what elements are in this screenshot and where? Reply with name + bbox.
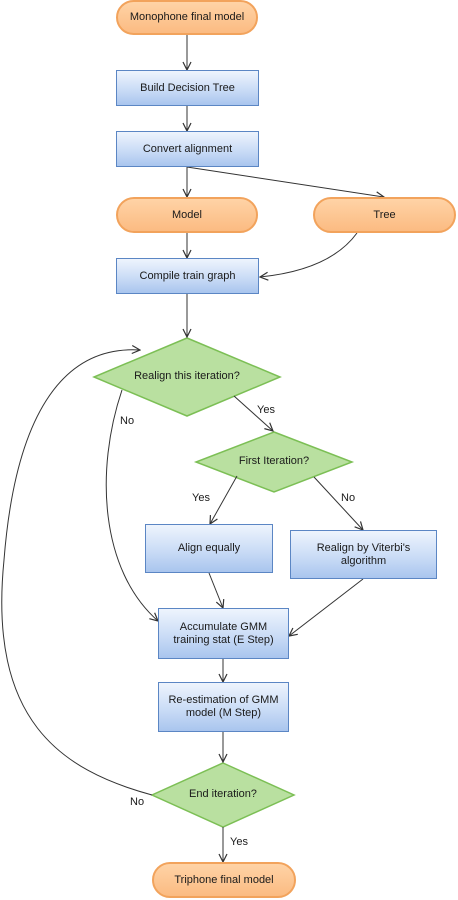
edge-label-end-yes: Yes [230,836,248,848]
terminal-triphone-final-model-label: Triphone final model [174,873,274,886]
edge-label-realign-yes: Yes [257,404,275,416]
edge-label-realign-no: No [120,415,135,427]
process-convert-alignment-label: Convert alignment [142,142,233,155]
arrow-realign-no [105,389,158,621]
arrow-first-no [313,476,363,530]
edge-label-first-no: No [341,492,356,504]
process-convert-alignment: Convert alignment [116,131,259,167]
process-compile-train-graph-label: Compile train graph [139,269,236,282]
arrow-realign-yes [233,395,273,431]
decision-first-iteration-label: First Iteration? [238,455,310,467]
arrow-first-yes [210,475,238,524]
arrow-tree-to-compile [260,232,358,277]
decision-first-iteration-shape [193,431,355,493]
process-align-equally-label: Align equally [177,542,241,554]
process-align-equally: Align equally [145,524,273,573]
process-realign-viterbi-label: Realign by Viterbi's algorithm [316,541,411,567]
process-build-decision-tree: Build Decision Tree [116,70,259,106]
process-compile-train-graph: Compile train graph [116,258,259,294]
terminal-tree-label: Tree [373,208,396,221]
process-build-decision-tree-label: Build Decision Tree [140,81,235,94]
edge-label-end-no: No [130,796,145,808]
arrow-viterbi-to-accumulate [289,578,364,636]
terminal-monophone-final-model-label: Monophone final model [129,11,245,23]
process-accumulate-gmm-stat-label: Accumulate GMM training stat (E Step) [173,620,274,646]
arrow-align-to-accumulate [208,572,223,608]
arrow-end-no-loop [1,350,153,796]
decision-realign-label: Realign this iteration? [134,370,240,382]
arrow-convert-to-tree [186,166,384,197]
terminal-tree: Tree [313,197,456,233]
process-reestimation-gmm-label: Re-estimation of GMM model (M Step) [168,694,279,719]
decision-realign-shape [92,337,282,417]
decision-end-iteration-label: End iteration? [189,788,257,800]
terminal-triphone-final-model: Triphone final model [152,862,296,898]
process-reestimation-gmm: Re-estimation of GMM model (M Step) [158,682,289,732]
terminal-model-label: Model [172,208,202,221]
terminal-monophone-final-model: Monophone final model [116,0,258,35]
edge-label-first-yes: Yes [192,492,210,504]
terminal-model: Model [116,197,258,233]
process-realign-viterbi: Realign by Viterbi's algorithm [290,530,437,579]
process-accumulate-gmm-stat: Accumulate GMM training stat (E Step) [158,608,289,659]
